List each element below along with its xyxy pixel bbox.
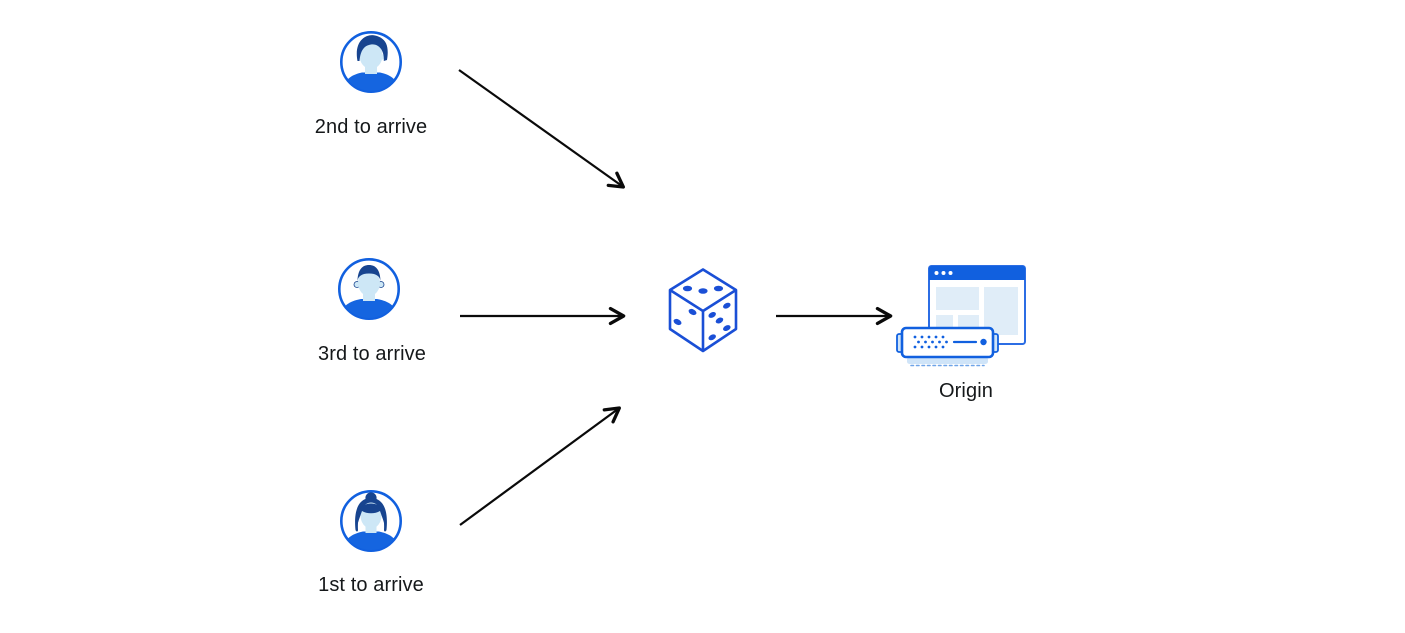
node-label-user-first: 1st to arrive — [318, 574, 424, 596]
node-label-user-third: 3rd to arrive — [317, 343, 426, 365]
node-user-first: 1st to arrive — [318, 489, 424, 596]
server-icon — [896, 326, 999, 367]
node-label-user-second: 2nd to arrive — [314, 116, 428, 138]
arrow-user-first-to-dice — [459, 406, 621, 526]
arrow-user-second-to-dice — [458, 69, 625, 189]
browser-window-icon — [928, 265, 1026, 345]
dice-icon — [668, 268, 738, 353]
avatar-male-swoop-hair-icon — [339, 30, 403, 94]
origin-browser-server-icon — [896, 265, 1026, 367]
avatar-female-bun-hair-icon — [339, 489, 403, 553]
node-random-dice — [668, 268, 738, 358]
avatar-male-short-hair-icon — [337, 257, 401, 321]
node-user-third: 3rd to arrive — [318, 257, 426, 365]
node-user-second: 2nd to arrive — [315, 30, 427, 138]
node-label-origin: Origin — [939, 380, 993, 402]
node-origin: Origin — [895, 262, 1030, 402]
